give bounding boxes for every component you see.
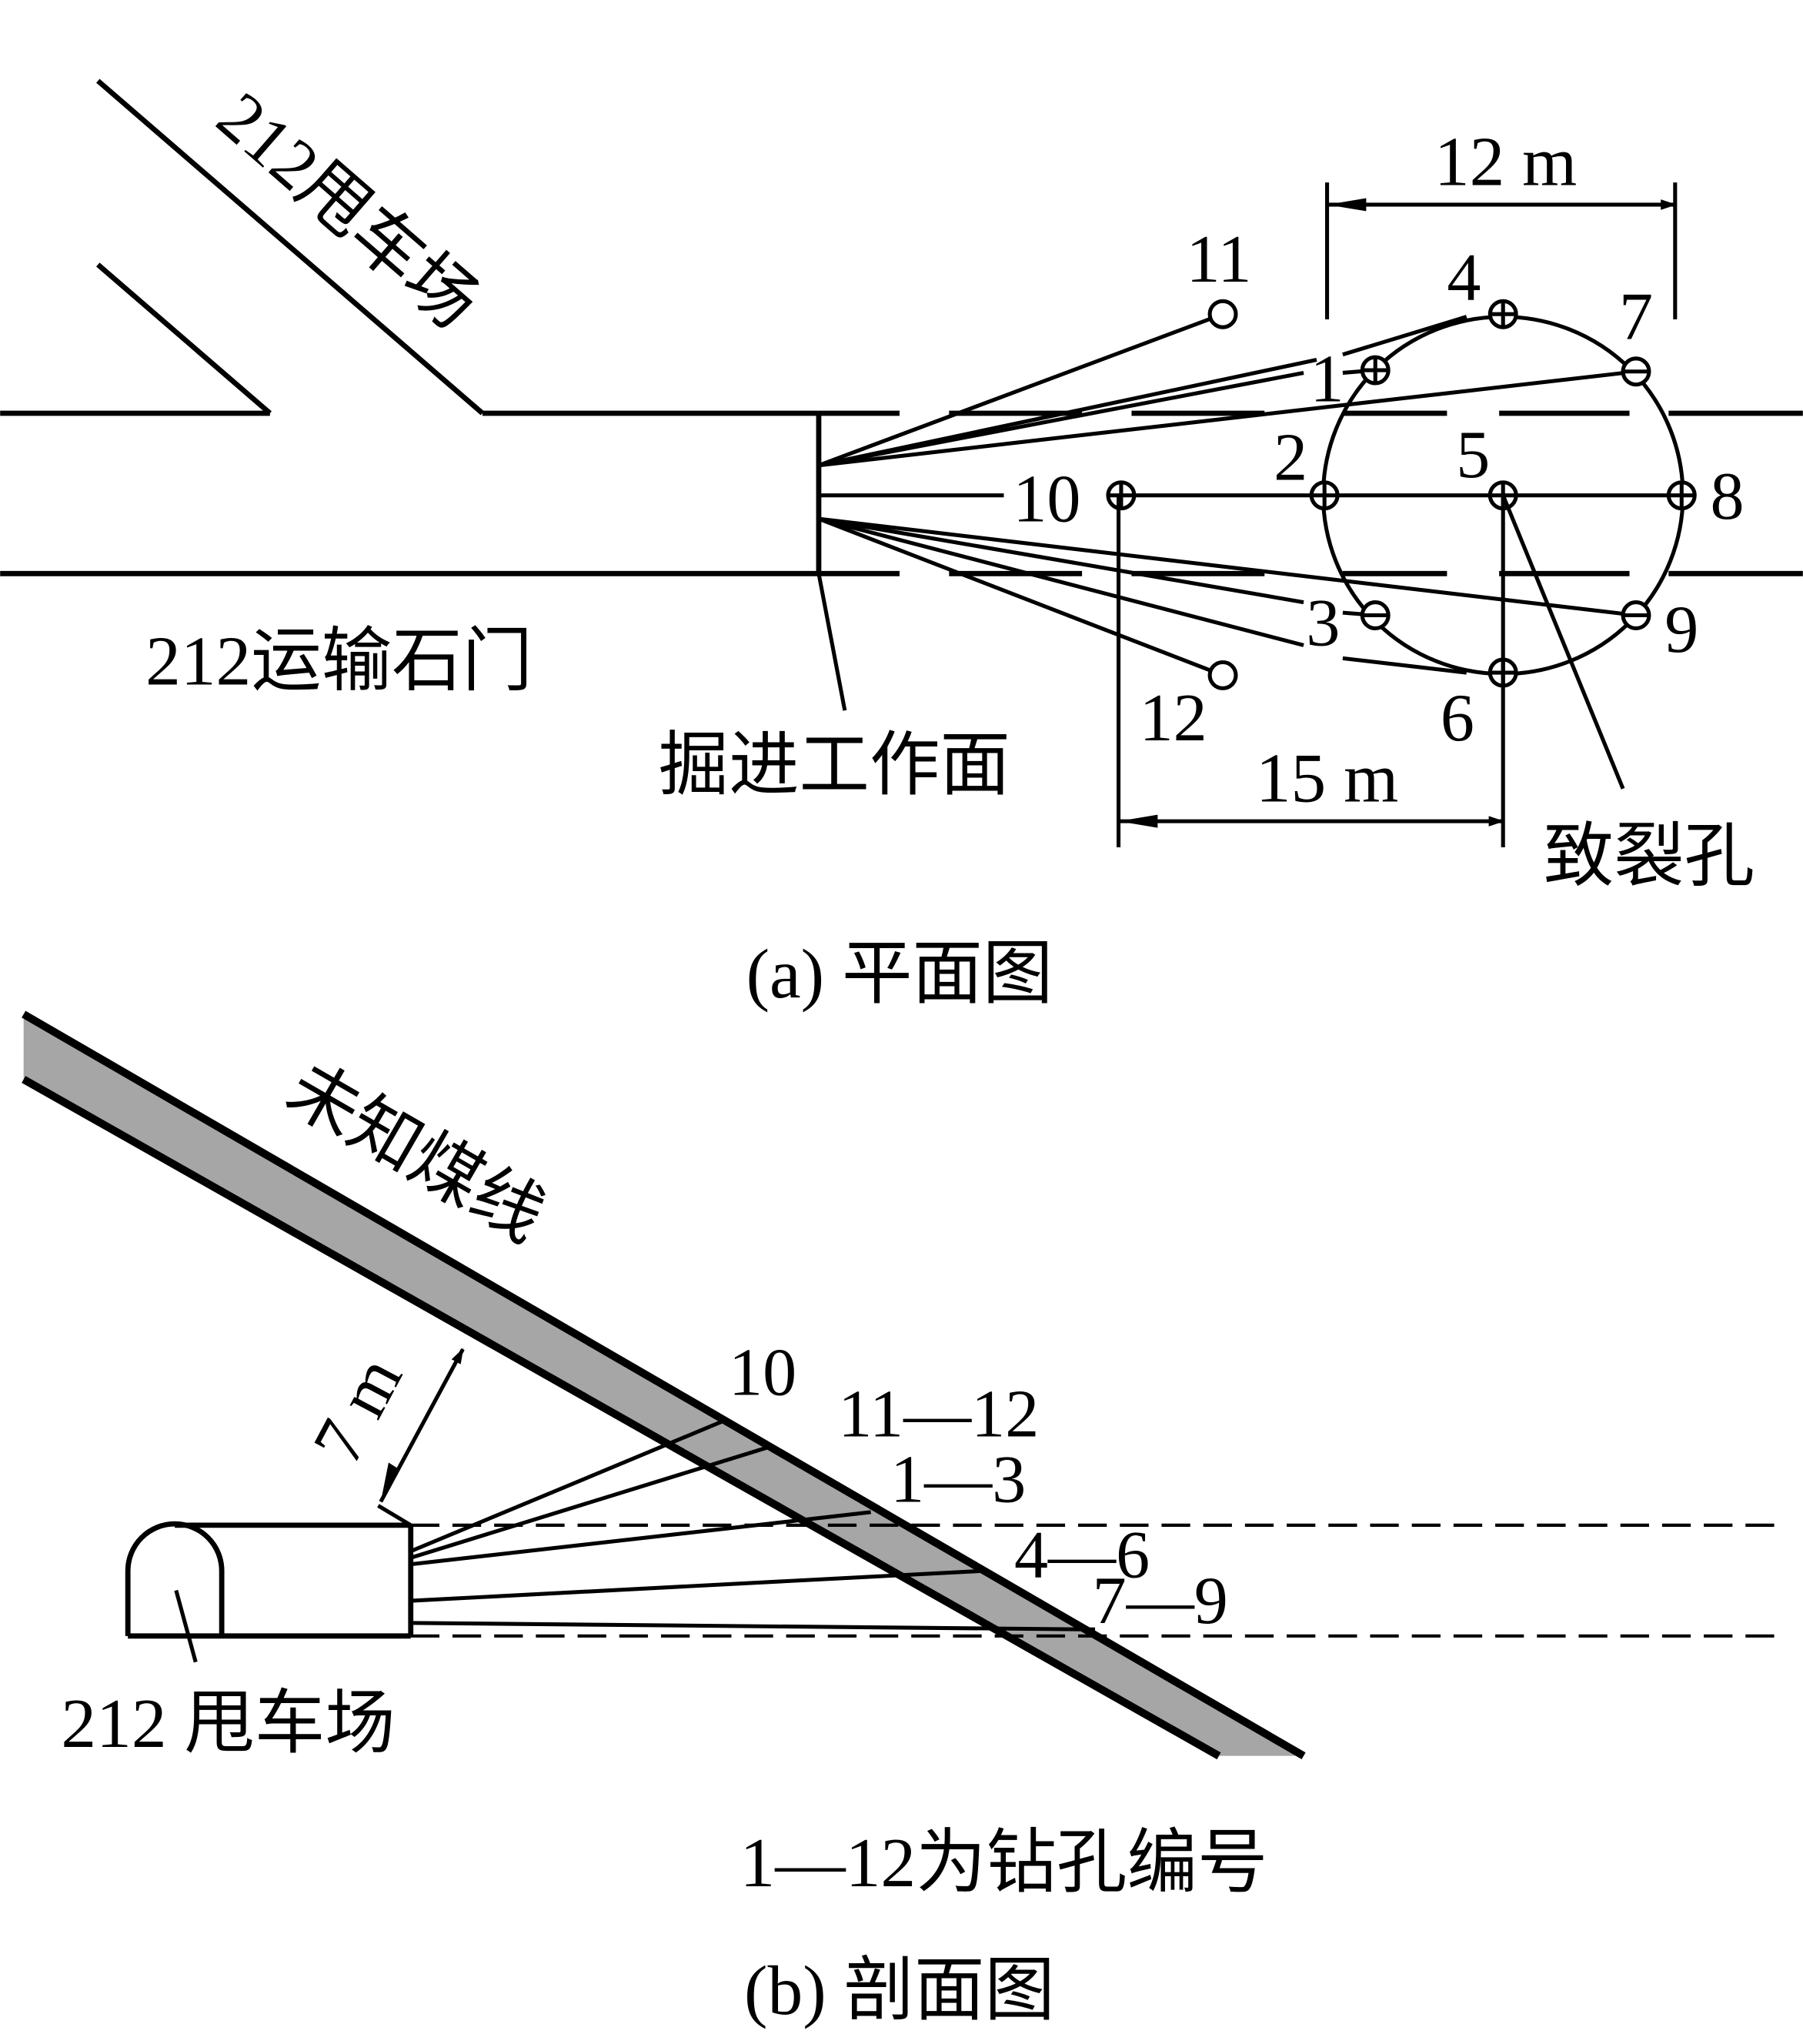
- hole-number-2: 2: [1274, 420, 1307, 495]
- fracturing-hole-label: 致裂孔: [1544, 817, 1755, 895]
- roadway-walls: [0, 78, 822, 576]
- hole-number-4: 4: [1447, 241, 1481, 316]
- hole-group-4-6: 4—6: [1014, 1518, 1150, 1593]
- borehole-numbering-note: 1—12为钻孔编号: [740, 1823, 1268, 1902]
- hole-number-5: 5: [1456, 418, 1490, 493]
- hole-group-7-9: 7—9: [1093, 1564, 1228, 1638]
- plan-caption: (a) 平面图: [746, 934, 1053, 1013]
- hole-number-7: 7: [1619, 279, 1653, 354]
- hole-number-1: 1: [1311, 342, 1344, 417]
- borehole-lines: [818, 312, 1682, 677]
- hole-leader-line: [1501, 494, 1625, 790]
- hole-group-1-3: 1—3: [890, 1442, 1026, 1517]
- hole-number-10: 10: [1013, 463, 1080, 537]
- section-borehole-lines: [409, 1418, 1096, 1632]
- hole-11: [1207, 299, 1238, 329]
- hole-numbers: 1 2 3 4 5 6 7 8 9 10 11 12: [1013, 222, 1744, 756]
- hole-group-11-12: 11—12: [838, 1378, 1039, 1452]
- dimension-7m-label: 7 m: [297, 1344, 417, 1475]
- section-roadway-label: 212 甩车场: [61, 1684, 395, 1762]
- hole-number-3: 3: [1306, 586, 1340, 660]
- section-view: 未知煤线 7 m 10 11—12 1—3 4—6 7—9 212: [22, 1010, 1780, 2029]
- face-leader-line: [816, 573, 847, 711]
- hole-number-8: 8: [1711, 459, 1745, 534]
- plan-view: 1 2 3 4 5 6 7 8 9 10 11 12 12 m 15 m: [0, 77, 1803, 1013]
- hole-number-6: 6: [1441, 681, 1474, 756]
- roadway-section: [125, 1521, 1780, 1663]
- dimension-15m: 15 m: [1116, 495, 1505, 848]
- planned-roadway-dashes: [818, 410, 1803, 576]
- dimension-7m: 7 m: [297, 1344, 465, 1528]
- section-caption: (b) 剖面图: [744, 1951, 1055, 2029]
- hole-number-9: 9: [1664, 593, 1698, 667]
- dimension-15m-label: 15 m: [1256, 739, 1398, 817]
- hole-group-10: 10: [729, 1335, 796, 1410]
- main-roadway-label: 212运输石门: [145, 621, 533, 700]
- hole-12: [1207, 660, 1238, 690]
- hole-number-11: 11: [1187, 222, 1252, 297]
- dimension-12m-label: 12 m: [1434, 122, 1577, 201]
- hole-number-12: 12: [1140, 681, 1207, 756]
- dimension-12m: 12 m: [1325, 122, 1678, 319]
- working-face-label: 掘进工作面: [659, 726, 1010, 804]
